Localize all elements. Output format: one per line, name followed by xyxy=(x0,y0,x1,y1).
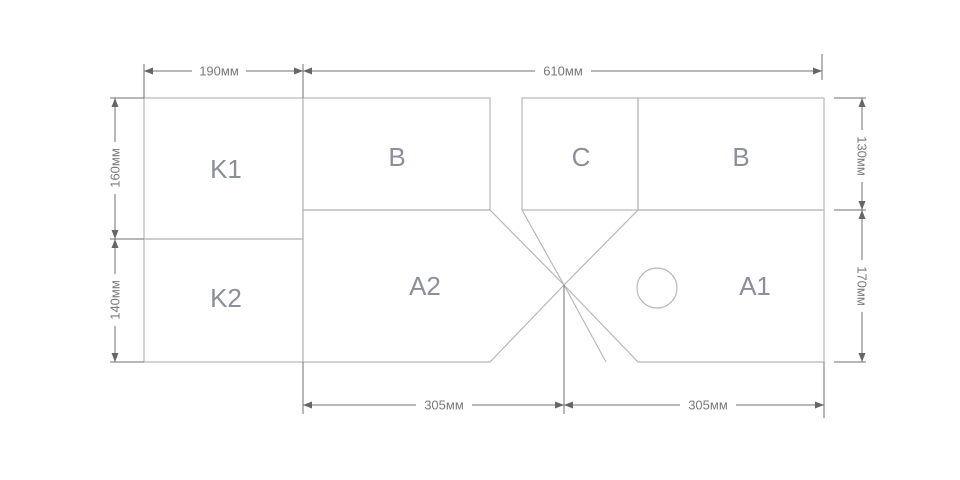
zone-label-c: C xyxy=(572,142,591,172)
crossing-line-1 xyxy=(521,209,565,286)
dim-label-bottom-right: 305мм xyxy=(688,398,728,413)
dim-label-left-upper: 160мм xyxy=(108,148,123,188)
zone-labels: K1 K2 B C B A2 A1 xyxy=(210,142,771,313)
dim-label-top-left: 190мм xyxy=(199,64,239,79)
dim-label-top-main: 610мм xyxy=(543,64,583,79)
dim-label-right-lower: 170мм xyxy=(855,266,870,306)
dimension-labels: 190мм 610мм 160мм 140мм 130мм 170мм 305м… xyxy=(106,62,871,414)
hole-circle xyxy=(636,267,678,309)
pieces-group xyxy=(143,97,825,363)
dim-label-right-upper: 130мм xyxy=(855,136,870,176)
extension-lines xyxy=(110,54,866,418)
zone-label-b-left: B xyxy=(388,142,405,172)
zone-label-k1: K1 xyxy=(210,154,242,184)
zone-label-a1: A1 xyxy=(739,271,771,301)
zone-label-b-right: B xyxy=(732,142,749,172)
piece-b-right xyxy=(637,97,825,211)
piece-a2 xyxy=(302,209,565,363)
dim-label-left-lower: 140мм xyxy=(108,280,123,320)
crossing-line-2 xyxy=(563,284,607,363)
dimension-lines xyxy=(111,67,866,409)
zone-label-a2: A2 xyxy=(409,271,441,301)
dim-label-bottom-left: 305мм xyxy=(424,398,464,413)
zone-label-k2: K2 xyxy=(210,283,242,313)
piece-a1 xyxy=(563,209,825,363)
